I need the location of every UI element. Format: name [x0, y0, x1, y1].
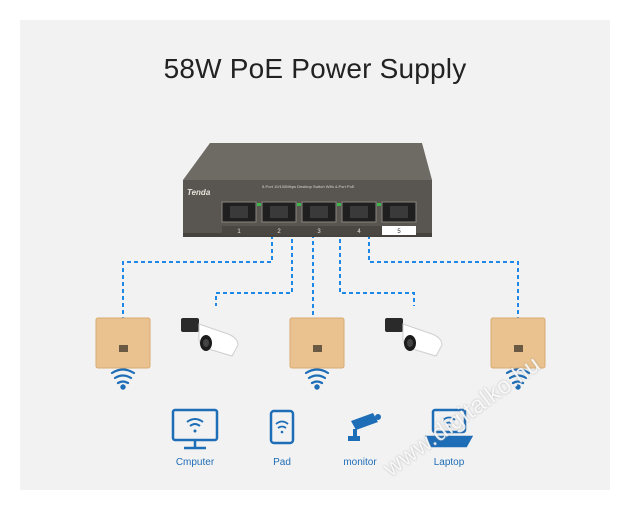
switch-brand: Tenda — [187, 188, 211, 197]
port-label-5: 5 — [397, 229, 401, 235]
camera-icon-right — [385, 318, 443, 357]
diagram-frame — [20, 20, 610, 490]
access-point-right — [490, 317, 546, 369]
device-label-laptop: Laptop — [433, 457, 465, 468]
laptop-icon — [424, 408, 474, 448]
camera-icon-left — [181, 318, 239, 357]
pad-icon — [269, 409, 295, 445]
access-point-left — [95, 317, 151, 369]
port-label-2: 2 — [277, 229, 281, 235]
port-label-3: 3 — [317, 229, 321, 235]
device-label-pad: Pad — [273, 457, 291, 468]
switch-ports — [221, 201, 417, 223]
port-label-1: 1 — [237, 229, 241, 235]
link-port4-camera-right — [339, 232, 415, 306]
access-point-center — [289, 317, 345, 369]
computer-icon — [171, 408, 219, 450]
link-port2-ap-left — [122, 228, 273, 318]
switch-top — [183, 143, 432, 180]
port-label-4: 4 — [357, 229, 361, 235]
poe-links — [122, 228, 519, 320]
wifi-signal-icon-right — [505, 368, 531, 390]
switch-port-leds — [257, 203, 381, 206]
wifi-signal-icon-left — [110, 368, 136, 390]
diagram-title: 58W PoE Power Supply — [163, 53, 467, 84]
wifi-signal-icon-center — [304, 368, 330, 390]
device-label-monitor: monitor — [343, 457, 377, 468]
port-5-label-box — [382, 226, 416, 235]
link-port2-camera-left — [215, 232, 293, 306]
link-port4-ap-right — [368, 228, 519, 318]
port-label-strip — [222, 226, 416, 235]
monitor-camera-icon — [348, 413, 381, 441]
switch-model-text: 5-Port 10/100Mbps Desktop Switch With 4-… — [262, 184, 355, 189]
device-label-computer: Cmputer — [175, 457, 215, 468]
poe-switch: Tenda 5-Port 10/100Mbps Desktop Switch W… — [183, 143, 432, 237]
